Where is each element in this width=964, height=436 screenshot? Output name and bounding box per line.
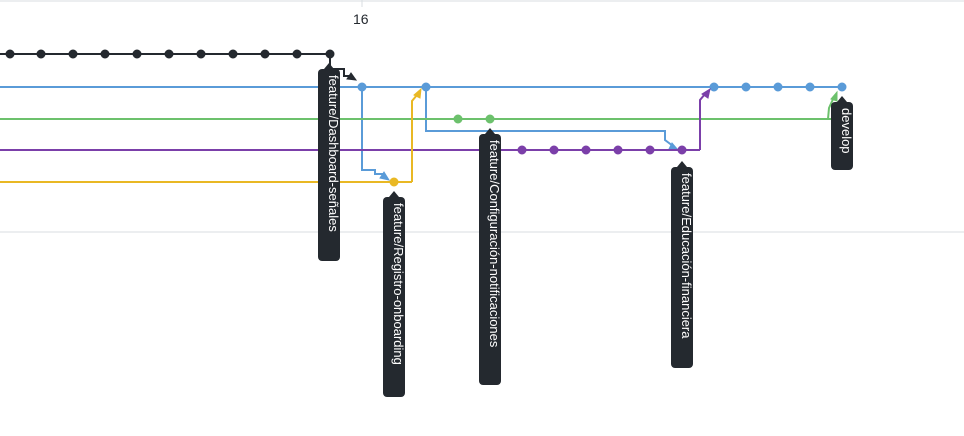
branch-dashboard-senales bbox=[0, 49, 358, 81]
axis-tick-label: 16 bbox=[353, 11, 369, 27]
branch-label-configuracion[interactable]: feature/Configuración-notificaciones bbox=[479, 128, 502, 385]
commit-dot[interactable] bbox=[805, 82, 815, 92]
merge-arrowhead bbox=[701, 87, 711, 99]
merge-arrowhead bbox=[346, 72, 358, 81]
commit-dot[interactable] bbox=[613, 145, 623, 155]
branch-label-develop[interactable]: develop bbox=[831, 96, 854, 170]
commit-dot[interactable] bbox=[389, 177, 399, 187]
branch-registro-onboarding bbox=[0, 87, 422, 187]
merge-arrowhead bbox=[413, 87, 422, 99]
branch-label-text: feature/Registro-onboarding bbox=[391, 203, 406, 365]
commit-dot[interactable] bbox=[68, 49, 78, 59]
commit-dot[interactable] bbox=[292, 49, 302, 59]
commit-dot[interactable] bbox=[132, 49, 142, 59]
branch-label-text: develop bbox=[839, 108, 854, 154]
commit-dot[interactable] bbox=[36, 49, 46, 59]
branch-configuracion-notificaciones bbox=[0, 90, 842, 124]
commit-dot[interactable] bbox=[485, 114, 495, 124]
branch-develop bbox=[0, 82, 847, 181]
branch-label-text: feature/Configuración-notificaciones bbox=[487, 140, 502, 348]
commit-dot[interactable] bbox=[549, 145, 559, 155]
commit-dot[interactable] bbox=[773, 82, 783, 92]
commit-dot[interactable] bbox=[196, 49, 206, 59]
commit-dot[interactable] bbox=[5, 49, 15, 59]
branch-label-text: feature/Educación-financiera bbox=[679, 173, 694, 339]
branch-label-text: feature/Dashboard-señales bbox=[326, 75, 341, 232]
commit-dot[interactable] bbox=[260, 49, 270, 59]
branch-label-registro[interactable]: feature/Registro-onboarding bbox=[383, 191, 406, 397]
commit-dot[interactable] bbox=[453, 114, 463, 124]
merge-arrowhead bbox=[379, 171, 391, 181]
branch-label-educacion[interactable]: feature/Educación-financiera bbox=[671, 161, 694, 368]
commit-dot[interactable] bbox=[228, 49, 238, 59]
commit-dot[interactable] bbox=[741, 82, 751, 92]
commit-dot[interactable] bbox=[164, 49, 174, 59]
commit-dot[interactable] bbox=[709, 82, 719, 92]
commit-dot[interactable] bbox=[100, 49, 110, 59]
commit-dot[interactable] bbox=[645, 145, 655, 155]
commit-dot[interactable] bbox=[517, 145, 527, 155]
commit-dot[interactable] bbox=[677, 145, 687, 155]
commit-dot[interactable] bbox=[837, 82, 847, 92]
branch-educacion-financiera bbox=[0, 87, 711, 155]
commit-dot[interactable] bbox=[581, 145, 591, 155]
branch-label-dashboard[interactable]: feature/Dashboard-señales bbox=[318, 63, 341, 261]
